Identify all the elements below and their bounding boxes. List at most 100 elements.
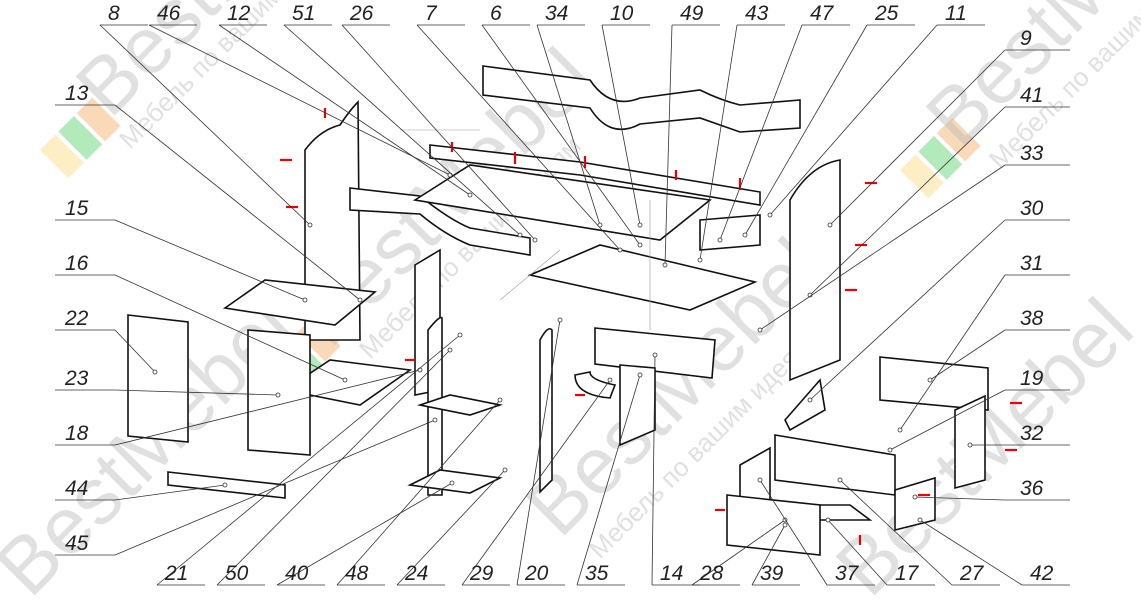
callout-anchor bbox=[767, 212, 773, 218]
callout-leader bbox=[751, 524, 786, 586]
callout-anchor bbox=[757, 327, 763, 333]
callout-leader bbox=[827, 519, 888, 586]
right-side-panel bbox=[789, 159, 841, 382]
callout-leader bbox=[396, 469, 506, 586]
callout-leader bbox=[218, 24, 471, 196]
callout-anchor bbox=[597, 222, 603, 228]
monitor-panel bbox=[699, 214, 761, 251]
drawer-front-28 bbox=[774, 434, 896, 496]
callout-anchor bbox=[917, 517, 923, 523]
callout-anchor bbox=[307, 222, 313, 228]
callout-number-44: 44 bbox=[65, 477, 88, 500]
callout-number-42: 42 bbox=[1030, 562, 1054, 585]
callout-number-50: 50 bbox=[225, 562, 249, 585]
callout-leader bbox=[114, 104, 361, 301]
callout-anchor bbox=[607, 377, 613, 383]
callout-leader bbox=[719, 24, 803, 241]
hardware-marks bbox=[280, 108, 1022, 545]
divider-24 bbox=[539, 327, 553, 494]
drawer-back-30 bbox=[784, 378, 826, 432]
callout-number-20: 20 bbox=[524, 562, 549, 585]
callout-leader bbox=[481, 24, 641, 246]
callout-number-33: 33 bbox=[1020, 142, 1044, 165]
callout-leader bbox=[809, 106, 1006, 296]
callout-anchor bbox=[697, 257, 703, 263]
callout-number-27: 27 bbox=[959, 562, 985, 585]
callout-leader bbox=[114, 389, 279, 396]
callout-leader bbox=[99, 24, 311, 226]
callout-number-28: 28 bbox=[699, 562, 724, 585]
callout-number-25: 25 bbox=[874, 2, 899, 25]
callout-number-13: 13 bbox=[65, 82, 89, 105]
callout-leader bbox=[651, 354, 656, 586]
callout-number-30: 30 bbox=[1020, 197, 1044, 220]
callout-anchor bbox=[837, 477, 843, 483]
callout-anchor bbox=[447, 347, 453, 353]
callout-number-17: 17 bbox=[895, 562, 920, 585]
callout-number-46: 46 bbox=[157, 2, 181, 25]
callout-anchor bbox=[807, 397, 813, 403]
leg-panel-35 bbox=[619, 364, 656, 447]
callout-anchor bbox=[342, 377, 348, 383]
callout-anchor bbox=[449, 480, 455, 486]
callout-leader bbox=[769, 24, 938, 216]
callout-number-47: 47 bbox=[810, 2, 835, 25]
back-panel-31 bbox=[879, 356, 989, 411]
callout-leader bbox=[148, 24, 451, 176]
callout-leader bbox=[114, 274, 346, 381]
callout-number-36: 36 bbox=[1020, 477, 1044, 500]
callout-anchor bbox=[517, 232, 523, 238]
callout-anchor bbox=[467, 192, 473, 198]
callout-anchor bbox=[662, 262, 668, 268]
callout-leader bbox=[336, 399, 501, 586]
callout-anchor bbox=[532, 237, 538, 243]
callout-leader bbox=[576, 374, 641, 586]
callout-anchor bbox=[357, 297, 363, 303]
callout-number-29: 29 bbox=[469, 562, 494, 585]
callout-number-21: 21 bbox=[164, 562, 188, 585]
callout-number-39: 39 bbox=[760, 562, 784, 585]
callout-number-31: 31 bbox=[1020, 252, 1043, 275]
callout-anchor bbox=[417, 367, 423, 373]
callout-leader bbox=[114, 219, 306, 301]
callout-number-12: 12 bbox=[227, 2, 251, 25]
callout-leader bbox=[914, 496, 1006, 501]
callout-number-8: 8 bbox=[108, 2, 120, 25]
callout-anchor bbox=[967, 442, 973, 448]
callout-anchor bbox=[457, 332, 463, 338]
callout-leader bbox=[899, 274, 1006, 431]
callout-anchor bbox=[912, 494, 918, 500]
callout-number-15: 15 bbox=[65, 197, 89, 220]
callout-anchor bbox=[637, 372, 643, 378]
callout-anchor bbox=[502, 467, 508, 473]
callout-leader bbox=[516, 319, 561, 586]
callout-leader bbox=[461, 379, 611, 586]
callout-anchor bbox=[557, 317, 563, 323]
callout-leader bbox=[664, 24, 673, 266]
callout-leader bbox=[283, 24, 521, 236]
callout-leader bbox=[601, 24, 641, 226]
keyboard-shelf bbox=[527, 244, 758, 311]
corner-shelf bbox=[282, 359, 413, 406]
callout-anchor bbox=[432, 417, 438, 423]
callout-leader bbox=[929, 329, 1006, 381]
drawer-side-36 bbox=[894, 476, 936, 532]
callout-leader bbox=[216, 349, 451, 586]
callout-leader bbox=[114, 329, 156, 373]
callout-number-9: 9 bbox=[1020, 27, 1032, 50]
callout-anchor bbox=[652, 352, 658, 358]
callout-number-22: 22 bbox=[64, 307, 89, 330]
curved-shelf-29 bbox=[574, 371, 617, 399]
callout-anchor bbox=[152, 369, 158, 375]
callout-number-19: 19 bbox=[1020, 367, 1044, 390]
callout-number-18: 18 bbox=[65, 422, 89, 445]
callout-number-51: 51 bbox=[292, 2, 315, 25]
callout-number-41: 41 bbox=[1020, 84, 1043, 107]
callout-number-26: 26 bbox=[349, 2, 374, 25]
callout-number-24: 24 bbox=[404, 562, 428, 585]
left-side-panel bbox=[304, 100, 361, 341]
callout-anchor bbox=[825, 517, 831, 523]
callout-leader bbox=[416, 24, 621, 251]
upper-shelf bbox=[349, 187, 531, 256]
